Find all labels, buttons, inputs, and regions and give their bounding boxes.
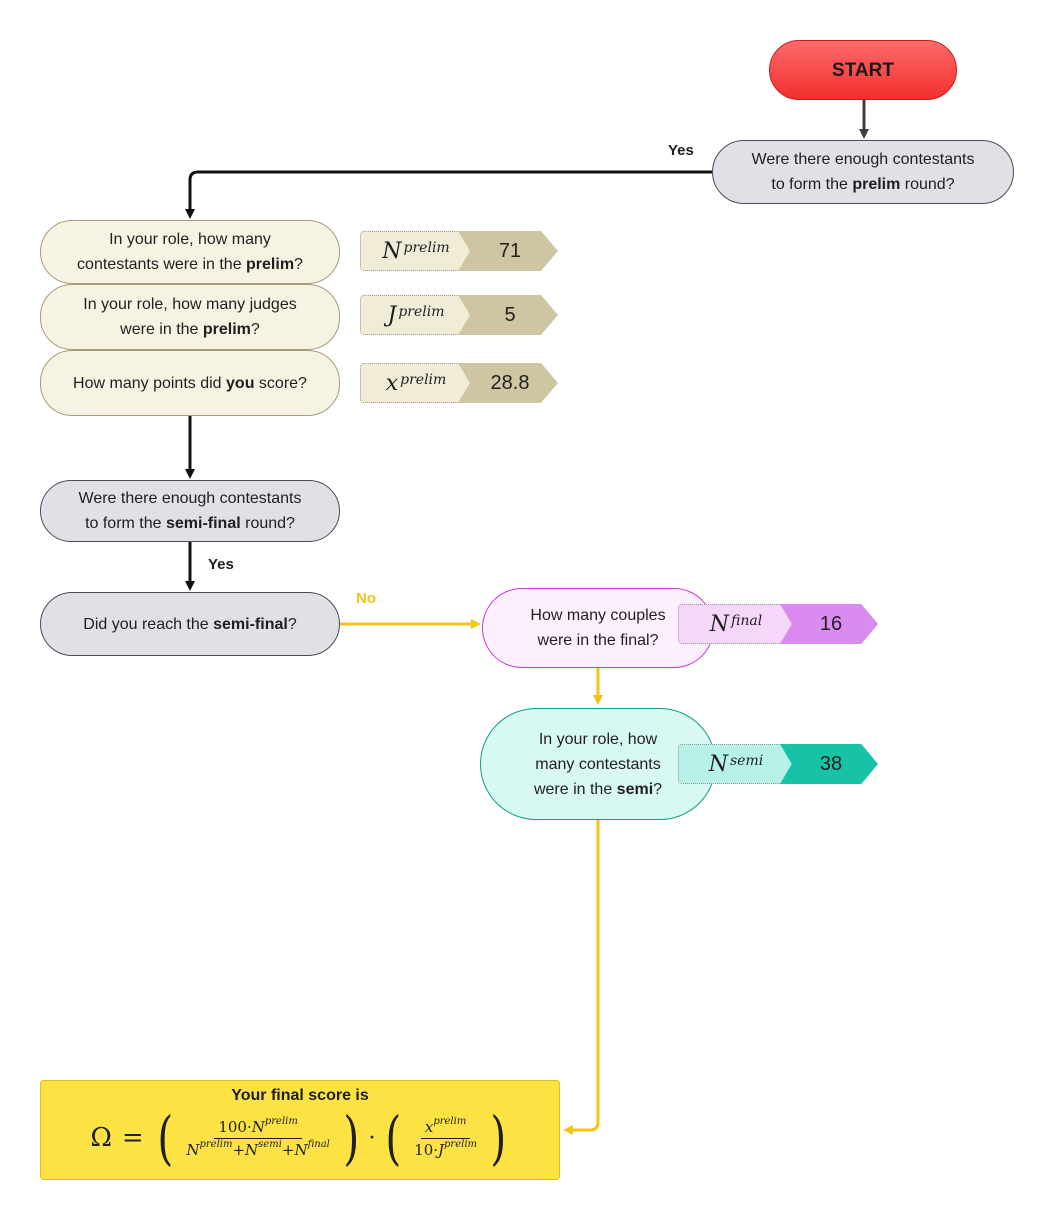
var-value: 28.8 [458, 363, 558, 403]
fraction-2-numerator: xprelim [420, 1116, 471, 1139]
question-final-couples: How many couples were in the final? [482, 588, 714, 668]
question-semi-round: Were there enough contestants to form th… [40, 480, 340, 542]
multiply-dot: · [368, 1125, 376, 1151]
question-line-1: How many couples [530, 607, 666, 624]
edge-label-yes-top: Yes [668, 142, 694, 159]
equals-sign: = [121, 1123, 144, 1153]
question-prelim-judges: In your role, how many judges were in th… [40, 284, 340, 350]
edge-label-yes-semi: Yes [208, 556, 234, 573]
question-line-2: to form the prelim round? [771, 176, 955, 193]
question-line-2: to form the semi-final round? [85, 515, 295, 532]
question-line-1: Did you reach the semi-final? [83, 615, 297, 633]
final-score-formula: Ω = ( 100·Nprelim Nprelim+Nsemi+Nfinal )… [41, 1109, 559, 1167]
var-value: 38 [780, 744, 878, 784]
fraction-1-denominator: Nprelim+Nsemi+Nfinal [186, 1138, 330, 1159]
question-line-1: How many points did you score? [73, 374, 307, 392]
fraction-2-denominator: 10·Jprelim [414, 1138, 478, 1159]
question-line-1: Were there enough contestants [78, 490, 302, 507]
question-prelim-contestants: In your role, how many contestants were … [40, 220, 340, 284]
question-line-1: In your role, how many [109, 231, 271, 248]
question-line-3: were in the semi? [533, 780, 663, 798]
right-paren: ) [343, 1104, 360, 1172]
question-line-2: were in the prelim? [120, 321, 260, 338]
question-prelim-points: How many points did you score? [40, 350, 340, 416]
edge-label-no: No [356, 590, 376, 607]
final-score-box: Your final score is Ω = ( 100·Nprelim Np… [40, 1080, 560, 1180]
question-line-2: many contestants [535, 755, 661, 773]
arrow-yes-to-prelim-contestants [185, 170, 712, 219]
omega-symbol: Ω [90, 1123, 112, 1153]
var-value: 16 [780, 604, 878, 644]
var-value: 71 [458, 231, 558, 271]
fraction-1-numerator: 100·Nprelim [214, 1116, 302, 1139]
final-score-title: Your final score is [231, 1087, 369, 1104]
question-semi-contestants: In your role, how many contestants were … [480, 708, 716, 820]
left-paren: ( [384, 1104, 401, 1172]
question-reach-semi: Did you reach the semi-final? [40, 592, 340, 656]
question-line-1: In your role, how [538, 730, 658, 748]
question-line-1: In your role, how many judges [83, 296, 297, 313]
fraction-2: xprelim 10·Jprelim [410, 1116, 481, 1159]
question-prelim-round: Were there enough contestants to form th… [712, 140, 1014, 204]
question-line-2: contestants were in the prelim? [77, 256, 303, 273]
question-line-1: Were there enough contestants [751, 151, 975, 168]
start-label: START [832, 59, 894, 81]
question-line-2: were in the final? [537, 632, 659, 649]
right-paren: ) [490, 1104, 507, 1172]
start-node: START [769, 40, 957, 100]
arrow-semi-to-result [563, 820, 600, 1135]
left-paren: ( [157, 1104, 173, 1172]
var-value: 5 [458, 295, 558, 335]
fraction-1: 100·Nprelim Nprelim+Nsemi+Nfinal [182, 1116, 334, 1159]
